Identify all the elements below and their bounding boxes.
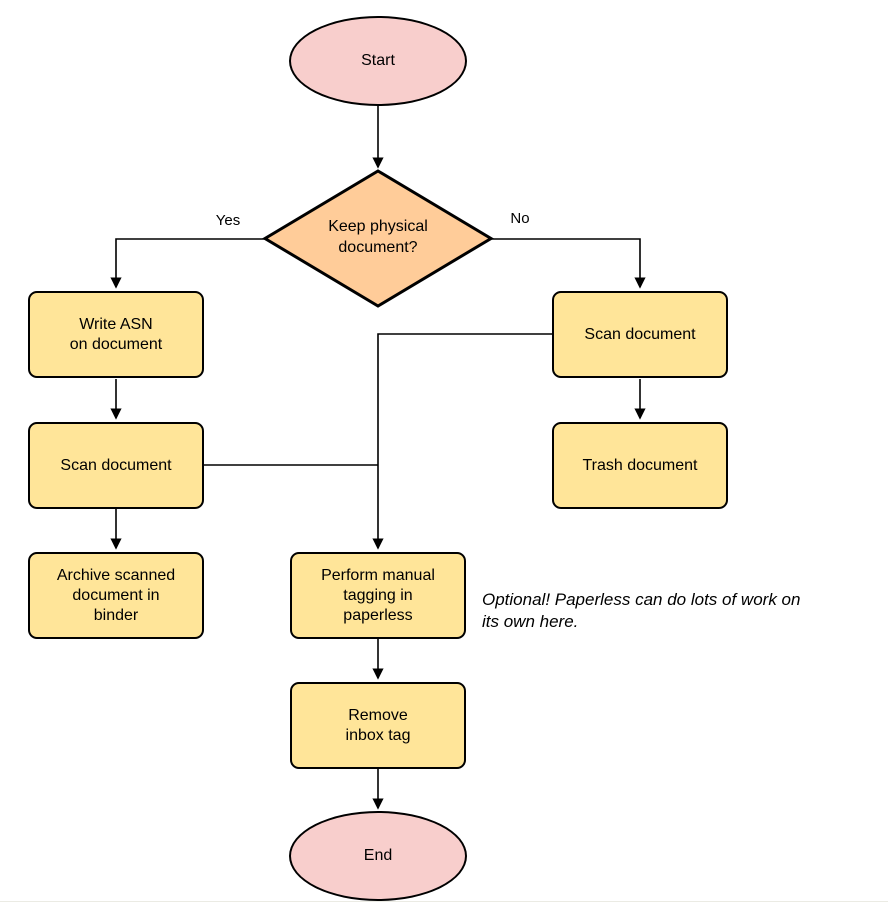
- page-bottom-divider: [0, 901, 888, 902]
- node-start: Start: [289, 16, 467, 106]
- node-trash-document: Trash document: [552, 422, 728, 509]
- node-decision-label: Keep physical document?: [328, 218, 428, 256]
- edge-no-branch: [491, 238, 646, 289]
- node-end: End: [289, 811, 467, 901]
- edge-scanright-to-tagging: [372, 333, 552, 550]
- edge-yes-branch: [110, 238, 265, 289]
- node-scan-document-right: Scan document: [552, 291, 728, 378]
- annotation-optional-note: Optional! Paperless can do lots of work …: [482, 590, 801, 632]
- node-manual-tagging: Perform manual tagging in paperless: [290, 552, 466, 639]
- node-remove-inbox-tag: Remove inbox tag: [290, 682, 466, 769]
- node-scan-document-left: Scan document: [28, 422, 204, 509]
- node-decision-shape: [262, 169, 494, 308]
- node-archive-in-binder: Archive scanned document in binder: [28, 552, 204, 639]
- edge-label-no: No: [510, 210, 530, 227]
- edge-label-yes: Yes: [215, 212, 241, 229]
- node-write-asn: Write ASN on document: [28, 291, 204, 378]
